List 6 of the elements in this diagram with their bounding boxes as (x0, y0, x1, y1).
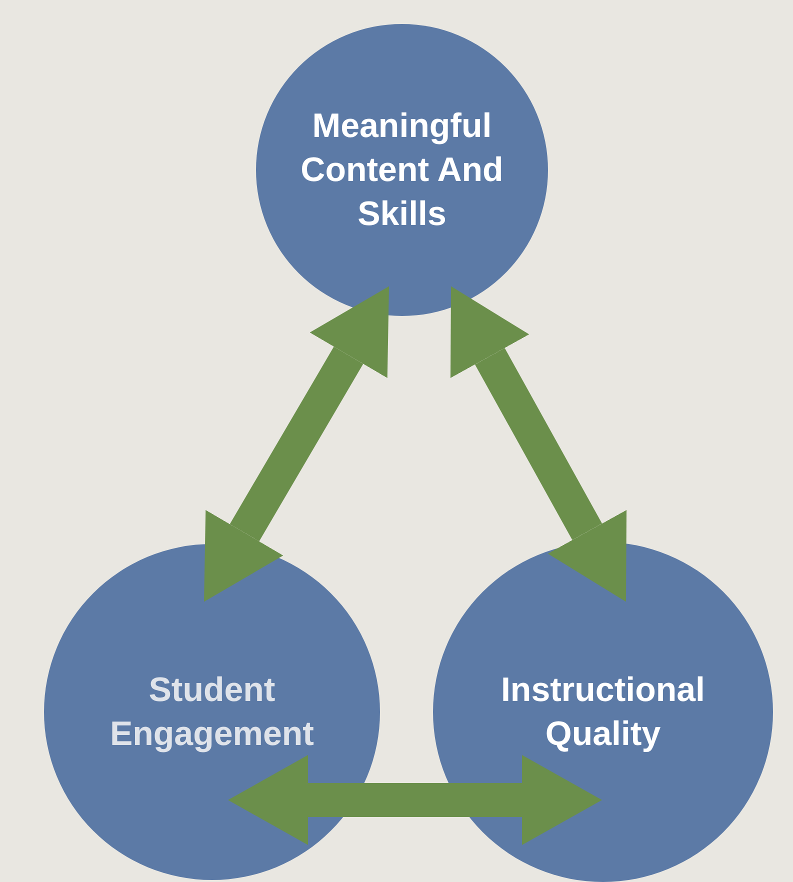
double-arrow (228, 755, 602, 845)
double-arrow (204, 286, 389, 602)
topic-label: Meaningful Content And Skills (300, 106, 504, 235)
topic-label: Student Engagement (108, 670, 316, 755)
double-arrow (450, 286, 627, 602)
topic-label: Instructional Quality (500, 670, 706, 755)
